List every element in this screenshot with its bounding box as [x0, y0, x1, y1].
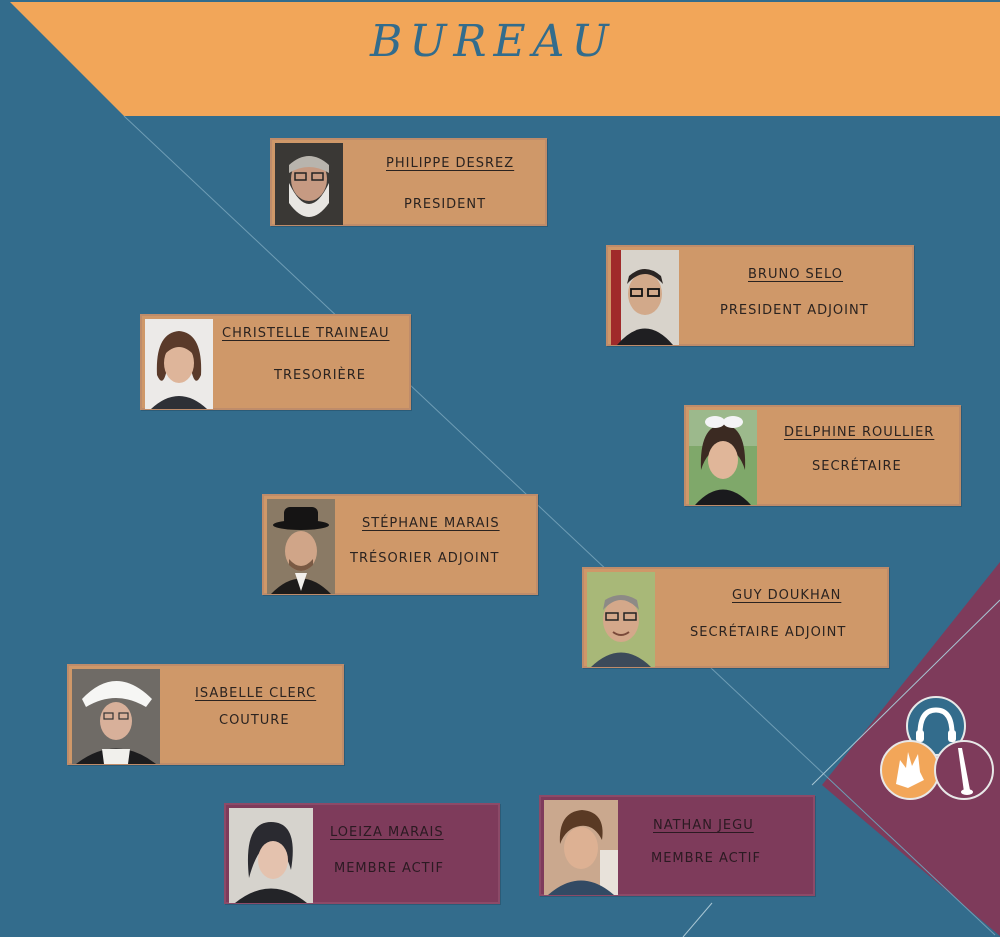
member-role: MEMBRE ACTIF: [334, 861, 444, 876]
member-card-christelle: CHRISTELLE TRAINEAU TRESORIÈRE: [140, 314, 411, 410]
member-name: GUY DOUKHAN: [732, 588, 842, 603]
member-role: TRÉSORIER ADJOINT: [350, 551, 500, 566]
member-name: ISABELLE CLERC: [195, 686, 317, 701]
portrait-photo: [72, 669, 160, 764]
member-role: COUTURE: [219, 713, 290, 728]
hands-icon: [880, 740, 940, 800]
member-name: PHILIPPE DESREZ: [386, 156, 515, 171]
member-role: TRESORIÈRE: [274, 368, 366, 383]
portrait-photo: [587, 572, 655, 667]
portrait-photo: [544, 800, 618, 895]
portrait-photo: [275, 143, 343, 225]
member-name: CHRISTELLE TRAINEAU: [222, 326, 390, 341]
member-name: NATHAN JEGU: [653, 818, 754, 833]
member-card-stephane: STÉPHANE MARAIS TRÉSORIER ADJOINT: [262, 494, 538, 595]
member-card-loeiza: LOEIZA MARAIS MEMBRE ACTIF: [224, 803, 500, 904]
portrait-photo: [229, 808, 313, 903]
member-name: DELPHINE ROULLIER: [784, 425, 935, 440]
portrait-photo: [267, 499, 335, 594]
member-card-bruno: BRUNO SELO PRESIDENT ADJOINT: [606, 245, 914, 346]
diagonal-line: [123, 115, 996, 936]
member-name: STÉPHANE MARAIS: [362, 516, 500, 531]
member-card-nathan: NATHAN JEGU MEMBRE ACTIF: [539, 795, 815, 896]
member-card-delphine: DELPHINE ROULLIER SECRÉTAIRE: [684, 405, 961, 506]
portrait-photo: [689, 410, 757, 505]
diagonal-line-bottom: [682, 902, 713, 937]
portrait-photo: [611, 250, 679, 345]
member-card-isabelle: ISABELLE CLERC COUTURE: [67, 664, 344, 765]
member-role: SECRÉTAIRE: [812, 459, 902, 474]
member-role: MEMBRE ACTIF: [651, 851, 761, 866]
member-name: BRUNO SELO: [748, 267, 844, 282]
clarinet-icon: [934, 740, 994, 800]
association-logo: [880, 696, 994, 800]
member-card-guy: GUY DOUKHAN SECRÉTAIRE ADJOINT: [582, 567, 889, 668]
member-role: PRESIDENT ADJOINT: [720, 303, 869, 318]
diagonal-line-accent: [811, 599, 1000, 786]
portrait-photo: [145, 319, 213, 409]
member-card-philippe: PHILIPPE DESREZ PRESIDENT: [270, 138, 547, 226]
member-name: LOEIZA MARAIS: [330, 825, 444, 840]
page-title: BUREAU: [370, 16, 616, 67]
header-banner: [10, 2, 1000, 116]
member-role: SECRÉTAIRE ADJOINT: [690, 625, 847, 640]
headphones-icon: [906, 696, 966, 756]
member-role: PRESIDENT: [404, 197, 487, 212]
